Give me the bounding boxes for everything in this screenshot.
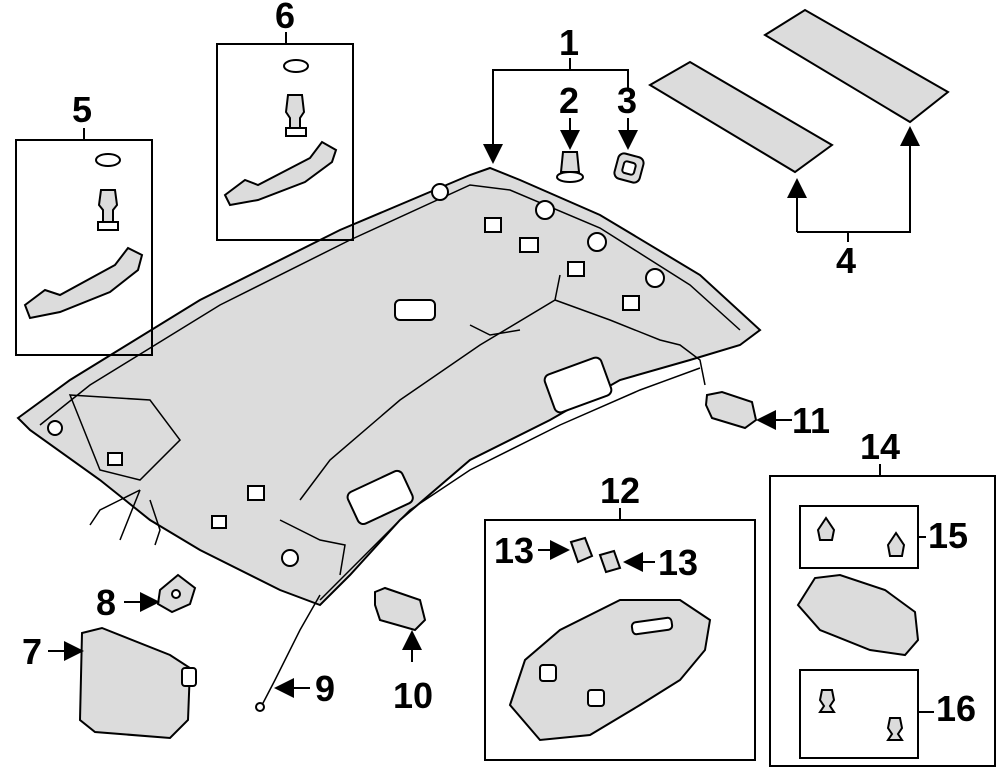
grab-handle-box-6 <box>216 32 354 241</box>
callout-11: 11 <box>792 400 830 441</box>
hole-e <box>47 420 63 436</box>
sun-visor-part-7 <box>48 626 197 740</box>
callout-12: 12 <box>600 470 640 511</box>
callout-16: 16 <box>936 688 976 729</box>
hole-f <box>281 549 299 567</box>
hole-d <box>431 183 449 201</box>
rear-light-cutout <box>543 356 613 414</box>
callout-14: 14 <box>860 426 900 467</box>
hole-c <box>645 268 665 288</box>
callout-1: 1 <box>559 22 579 63</box>
clip-a <box>484 217 502 233</box>
clip-b <box>519 237 539 253</box>
part-1-group <box>483 58 629 164</box>
callout-3: 3 <box>617 80 637 121</box>
clip-d <box>622 295 640 311</box>
console-box-14 <box>769 464 996 767</box>
callout-4: 4 <box>836 240 856 281</box>
hole-a <box>535 200 555 220</box>
visor-clip <box>107 452 123 466</box>
lamp-part-10 <box>374 586 427 662</box>
front-clip <box>247 485 265 501</box>
pin-part-2 <box>556 118 584 183</box>
wire-part-9 <box>255 594 321 712</box>
clip-c <box>567 261 585 277</box>
retainer-part-3 <box>613 118 645 184</box>
callout-13b: 13 <box>658 542 698 583</box>
insulator-pads-part-4 <box>648 8 950 242</box>
visor-clip-part-8 <box>124 573 197 614</box>
callout-5: 5 <box>72 89 92 130</box>
callout-13a: 13 <box>494 530 534 571</box>
dome-light-cutout <box>394 299 436 321</box>
lamp-part-11 <box>704 390 792 430</box>
clip-box-15 <box>799 505 919 569</box>
callout-8: 8 <box>96 582 116 623</box>
callout-2: 2 <box>559 80 579 121</box>
grab-handle-box-5 <box>15 128 153 356</box>
hole-b <box>587 232 607 252</box>
front-light-cutout <box>346 469 414 526</box>
callout-10: 10 <box>393 675 433 716</box>
overhead-console-box-12 <box>484 508 756 761</box>
callout-9: 9 <box>315 668 335 709</box>
clip-box-16 <box>799 669 919 759</box>
headliner-panel <box>16 166 762 607</box>
callout-6: 6 <box>275 0 295 36</box>
callout-15: 15 <box>928 515 968 556</box>
front-clip-2 <box>211 515 227 529</box>
callout-7: 7 <box>22 631 42 672</box>
